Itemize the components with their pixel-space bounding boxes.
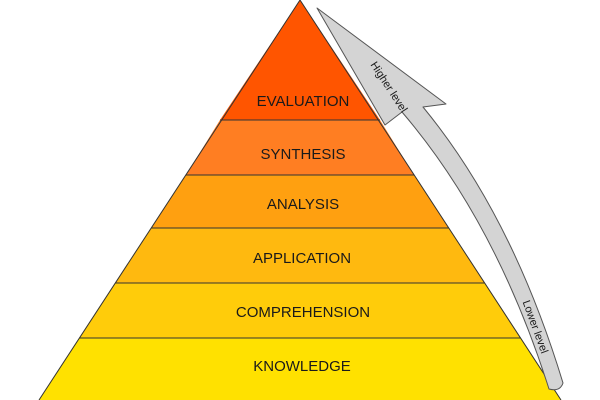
level-label-evaluation: EVALUATION <box>257 93 350 110</box>
pyramid-outline <box>38 0 562 400</box>
pyramid <box>38 0 562 400</box>
pyramid-level-synthesis <box>186 120 414 175</box>
pyramid-level-knowledge <box>39 338 561 400</box>
pyramid-level-evaluation <box>220 0 380 120</box>
curved-arrow-icon <box>316 7 564 391</box>
level-label-application: APPLICATION <box>253 250 351 267</box>
pyramid-level-analysis <box>151 175 449 228</box>
level-label-comprehension: COMPREHENSION <box>236 304 370 321</box>
level-label-knowledge: KNOWLEDGE <box>253 358 351 375</box>
pyramid-level-comprehension <box>79 283 521 338</box>
level-label-analysis: ANALYSIS <box>267 196 339 213</box>
pyramid-level-application <box>115 228 485 283</box>
pyramid-labels: EVALUATION SYNTHESIS ANALYSIS APPLICATIO… <box>236 93 370 375</box>
level-label-synthesis: SYNTHESIS <box>260 146 345 163</box>
